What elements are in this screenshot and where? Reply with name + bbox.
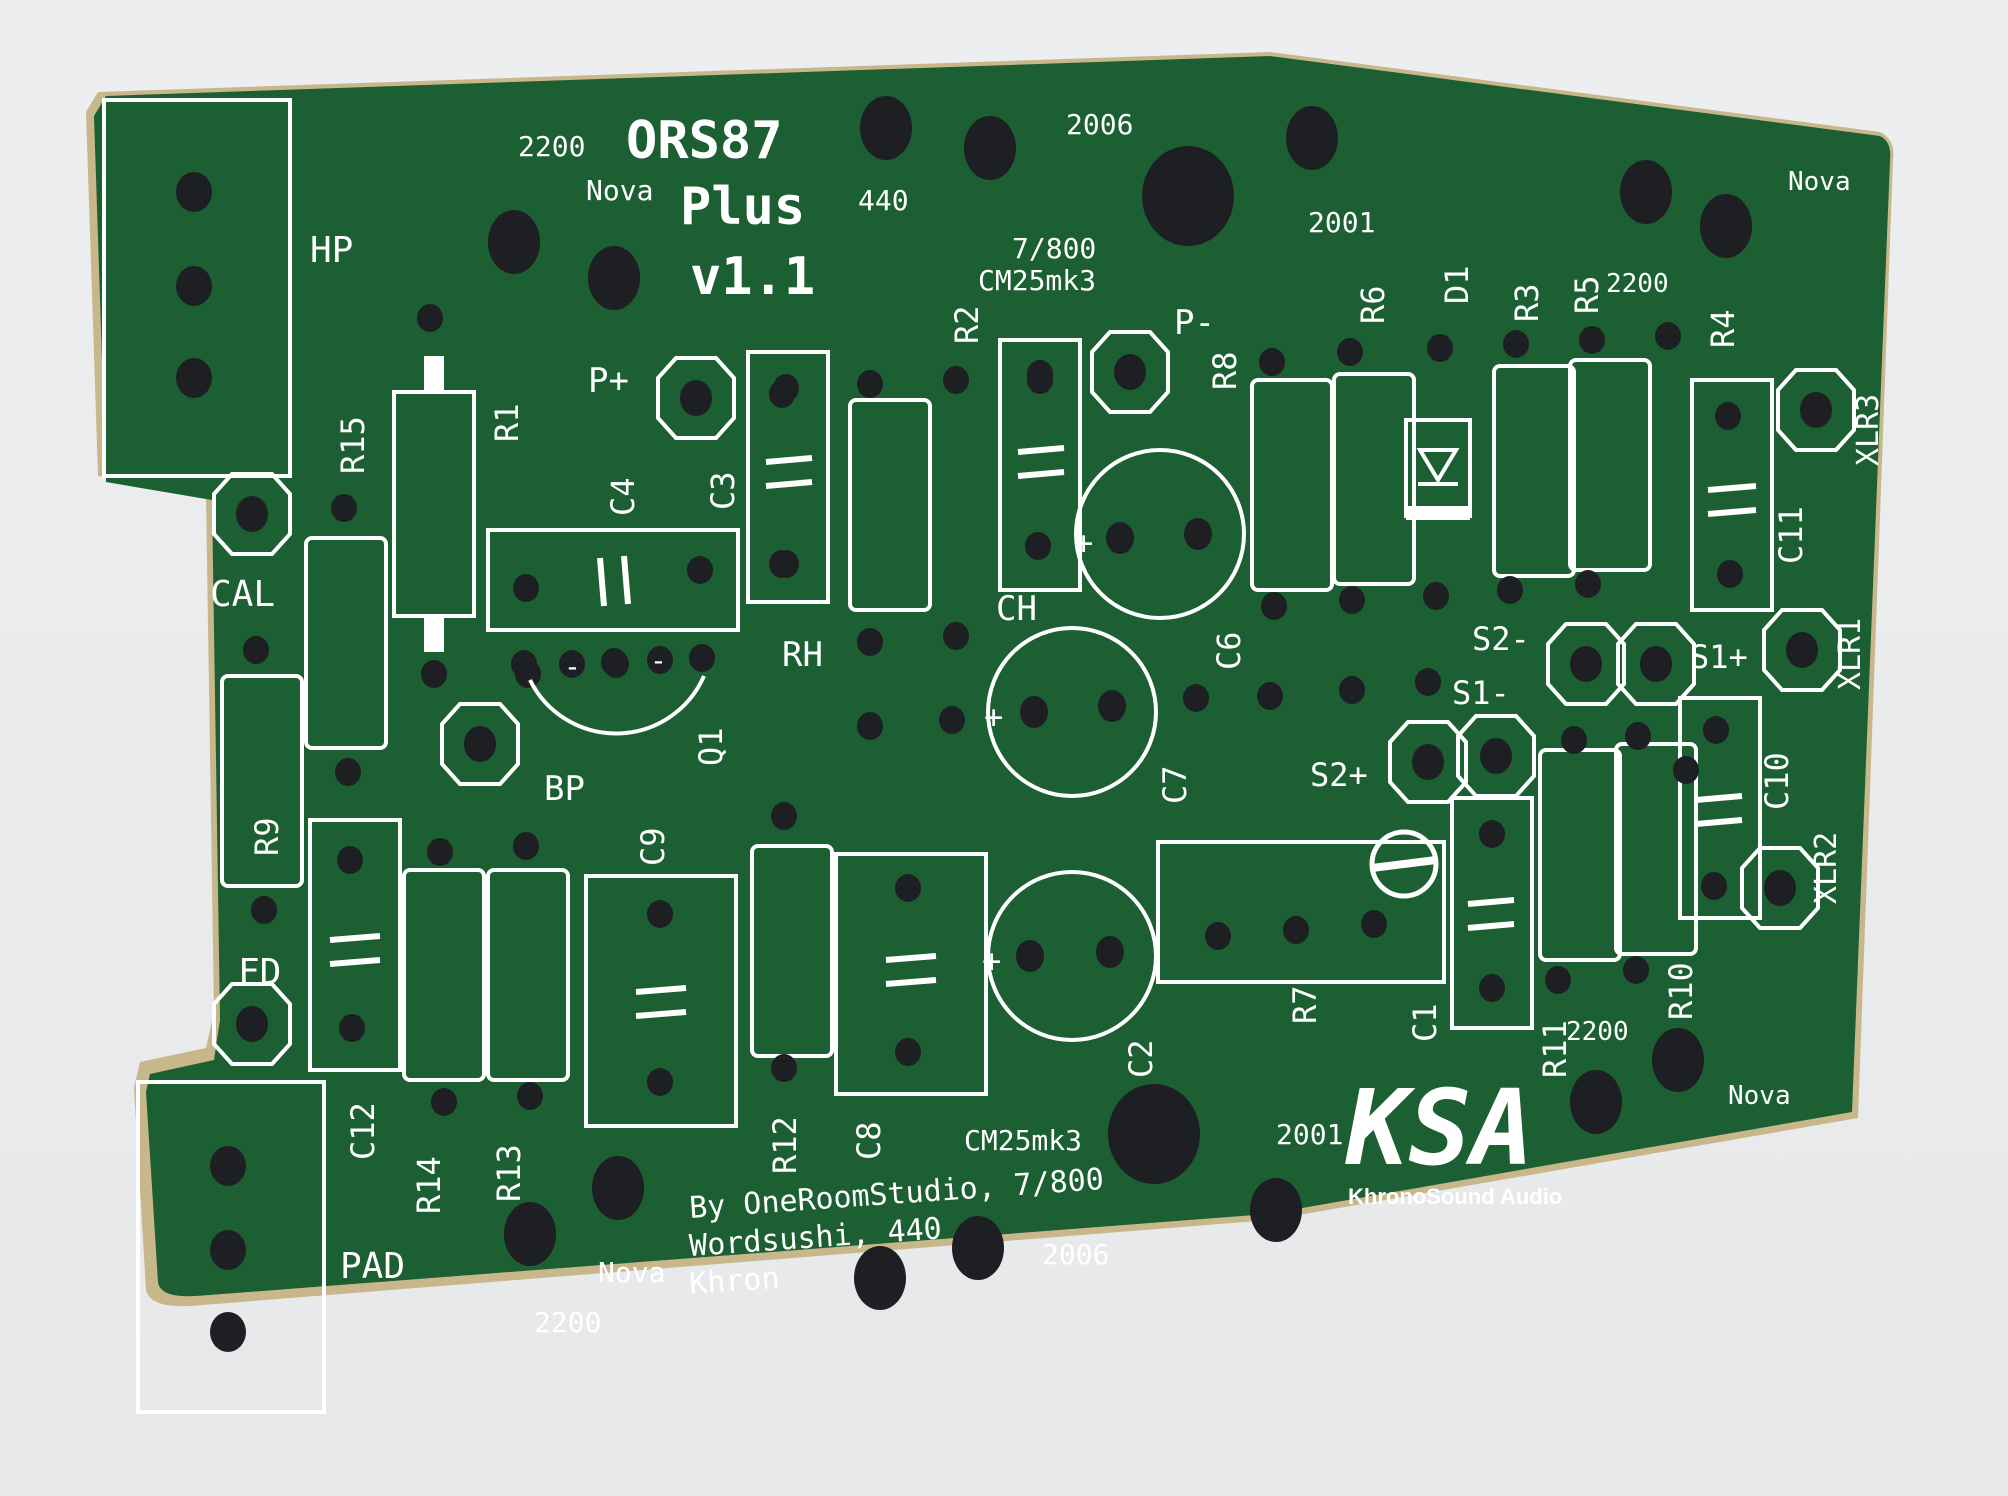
label-p-plus: P+	[588, 361, 629, 401]
terminal-pins	[176, 172, 246, 1352]
label-p-minus: P-	[1174, 303, 1215, 343]
refdes-d1: D1	[1438, 265, 1476, 304]
polarity-plus-c2: +	[982, 942, 1001, 980]
label-bp: BP	[544, 769, 585, 809]
capacitor-symbols	[329, 445, 1757, 1019]
label-s2-minus: S2-	[1472, 620, 1530, 658]
refdes-c1: C1	[1406, 1003, 1444, 1042]
refdes-r1: R1	[488, 403, 526, 442]
label-cal: CAL	[210, 574, 275, 615]
pcb-board	[94, 56, 1891, 1297]
screw-label-2200-r11: 2200	[1566, 1017, 1629, 1047]
refdes-r15: R15	[334, 416, 372, 474]
label-pad: PAD	[340, 1246, 405, 1287]
refdes-r9: R9	[248, 817, 286, 856]
label-xlr3: XLR3	[1851, 394, 1886, 466]
refdes-c12: C12	[344, 1102, 382, 1160]
label-ch: CH	[996, 589, 1037, 629]
screw-label-2006-top: 2006	[1066, 108, 1133, 141]
refdes-r7: R7	[1286, 985, 1324, 1024]
polarity-plus-c6: +	[1074, 524, 1093, 562]
polarity-minus-q1-b: -	[650, 644, 667, 677]
refdes-c2: C2	[1122, 1039, 1160, 1078]
refdes-r12: R12	[766, 1116, 804, 1174]
component-holes	[243, 304, 1743, 1116]
label-s1-minus: S1-	[1452, 674, 1510, 712]
screw-label-nova-bl: Nova	[598, 1256, 665, 1289]
credit-7-800: 7/800	[1012, 232, 1096, 265]
label-s1-plus: S1+	[1690, 638, 1748, 676]
board-title: ORS87	[626, 111, 783, 171]
trimmer-r7	[1369, 829, 1439, 899]
transistor-q1-outline	[528, 675, 706, 736]
refdes-r8: R8	[1206, 351, 1244, 390]
screw-label-nova-br: Nova	[1728, 1081, 1791, 1111]
resistor-footprints	[220, 358, 1698, 1082]
credit-cm25mk3-top: CM25mk3	[978, 264, 1096, 297]
refdes-r13: R13	[490, 1144, 528, 1202]
refdes-c4: C4	[604, 477, 642, 516]
screw-label-nova-tl: Nova	[586, 174, 653, 207]
refdes-c9: C9	[634, 827, 672, 866]
refdes-r5: R5	[1568, 275, 1606, 314]
refdes-r3: R3	[1508, 283, 1546, 322]
credit-line-3: Khron	[688, 1261, 781, 1302]
refdes-c8: C8	[850, 1121, 888, 1160]
electrolytic-caps	[986, 448, 1246, 1042]
capacitor-footprints	[308, 338, 1774, 1128]
refdes-r14: R14	[410, 1156, 448, 1214]
screw-label-2006-bottom: 2006	[1042, 1238, 1109, 1271]
label-rh: RH	[782, 635, 823, 675]
refdes-r6: R6	[1354, 285, 1392, 324]
label-hp: HP	[310, 230, 353, 271]
label-s2-plus: S2+	[1310, 756, 1368, 794]
board-subtitle: Plus	[680, 177, 805, 237]
resistor-r1-body	[392, 356, 476, 652]
refdes-c3: C3	[704, 471, 742, 510]
screw-label-2001-bottom: 2001	[1276, 1118, 1343, 1151]
screw-label-nova-tr: Nova	[1788, 167, 1851, 197]
refdes-c10: C10	[1758, 752, 1796, 810]
octagon-pads	[212, 330, 1856, 1066]
label-xlr1: XLR1	[1833, 618, 1868, 690]
polarity-plus-c7: +	[984, 698, 1003, 736]
mounting-holes	[488, 96, 1752, 1310]
screw-label-2200-tl: 2200	[518, 130, 585, 163]
label-fd: FD	[238, 952, 281, 993]
polarity-minus-q1-a: -	[564, 650, 581, 683]
refdes-r4: R4	[1704, 309, 1742, 348]
credit-cm25mk3-bottom: CM25mk3	[964, 1124, 1082, 1157]
ksa-logo-mark: KSA	[1345, 1067, 1534, 1189]
refdes-c6: C6	[1210, 631, 1248, 670]
screw-label-2001-top: 2001	[1308, 206, 1375, 239]
board-version: v1.1	[690, 247, 815, 307]
refdes-r10: R10	[1662, 962, 1700, 1020]
screw-label-2200-bl: 2200	[534, 1306, 601, 1339]
screw-label-2200-r5: 2200	[1606, 269, 1669, 299]
refdes-r2: R2	[948, 305, 986, 344]
refdes-c7: C7	[1156, 765, 1194, 804]
refdes-r11: R11	[1536, 1020, 1574, 1078]
diode-d1-symbol	[1404, 418, 1472, 520]
refdes-q1: Q1	[692, 727, 730, 766]
label-xlr2: XLR2	[1809, 832, 1844, 904]
screw-label-440: 440	[858, 184, 909, 217]
ksa-logo-name: KhronoSound Audio	[1348, 1184, 1562, 1209]
refdes-c11: C11	[1772, 506, 1810, 564]
